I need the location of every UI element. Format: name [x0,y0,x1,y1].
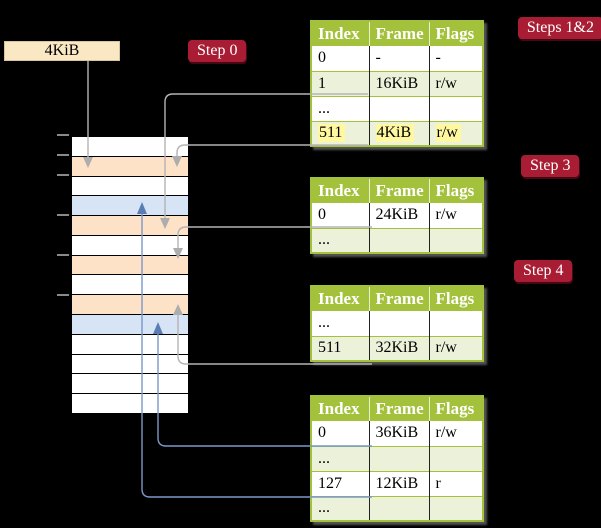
column-header-index: Index [311,396,369,421]
column-header-index: Index [311,21,369,46]
label-step0: Step 0 [188,40,247,62]
table-row: ... [311,445,483,471]
column-header-index: Index [311,178,369,203]
memory-row-13-white [72,374,188,395]
table-row-highlighted: 511 4KiB r/w [311,120,483,146]
cell-index: 127 [318,474,342,492]
memory-row-7-peach [72,255,188,276]
page-table-step3: Index Frame Flags 0 24KiB r/w ... [310,177,484,254]
frame-box-label: 4KiB [44,42,80,59]
column-header-frame: Frame [368,21,429,46]
memory-tick [57,294,69,296]
memory-tick [57,174,69,176]
cell-frame: 24KiB [375,206,419,224]
cell-frame: 12KiB [375,474,419,492]
cell-frame: - [375,49,381,67]
cell-index: ... [318,231,330,249]
memory-row-10-blue [72,315,188,335]
cell-index: ... [318,449,330,467]
table-row: 127 12KiB r [311,470,483,496]
memory-row-5-peach [72,216,188,236]
memory-tick [57,254,69,256]
memory-row-3-white [72,176,188,197]
table-row: 0 24KiB r/w [311,203,483,228]
label-step3: Step 3 [521,155,580,177]
memory-row-14-white [72,394,188,413]
cell-index: ... [318,99,330,117]
cell-index: 511 [318,124,346,143]
frame-box-4kib: 4KiB [4,41,120,61]
cell-frame: 36KiB [375,424,419,442]
label-step4: Step 4 [514,260,573,282]
memory-row-9-peach [72,295,188,316]
cell-index: 511 [318,339,342,357]
memory-row-8-white [72,275,188,296]
table-row: ... [311,311,483,336]
label-steps12: Steps 1&2 [517,17,601,39]
column-header-flags: Flags [428,21,483,46]
cell-flags: - [435,49,441,67]
cell-flags: r/w [435,206,457,224]
table-row: 1 16KiB r/w [311,70,483,96]
memory-tick [57,134,69,136]
column-header-frame: Frame [368,178,429,203]
memory-column [70,135,190,415]
column-header-frame: Frame [368,396,429,421]
column-header-frame: Frame [368,286,429,311]
memory-row-1-white [72,137,188,157]
cell-index: 0 [318,49,326,67]
cell-flags: r/w [435,339,457,357]
table-row: 0 36KiB r/w [311,421,483,446]
page-table-steps12: Index Frame Flags 0 - - 1 16KiB r/w ... … [310,20,484,147]
cell-frame: 32KiB [375,339,419,357]
memory-row-2-peach [72,156,188,177]
page-table-step4: Index Frame Flags ... 511 32KiB r/w [310,285,484,362]
memory-row-11-white [72,334,188,355]
memory-row-4-blue [72,196,188,217]
column-header-index: Index [311,286,369,311]
cell-index: 0 [318,424,326,442]
cell-index: 0 [318,206,326,224]
cell-frame: 16KiB [375,74,419,92]
cell-flags: r/w [435,424,457,442]
cell-flags: r/w [435,74,457,92]
memory-tick [57,154,69,156]
cell-flags: r/w [435,124,461,143]
column-header-flags: Flags [428,286,483,311]
table-row: 511 32KiB r/w [311,335,483,361]
memory-tick [57,214,69,216]
page-table-final: Index Frame Flags 0 36KiB r/w ... 127 12… [310,395,484,522]
cell-index: 1 [318,74,326,92]
table-row: 0 - - [311,46,483,71]
column-header-flags: Flags [428,396,483,421]
cell-index: ... [318,314,330,332]
cell-flags: r [435,474,441,492]
table-row: ... [311,495,483,521]
cell-index: ... [318,499,330,517]
column-header-flags: Flags [428,178,483,203]
table-row: ... [311,95,483,121]
cell-frame: 4KiB [375,124,415,143]
memory-row-6-white [72,235,188,256]
table-row: ... [311,227,483,253]
memory-row-12-white [72,354,188,375]
